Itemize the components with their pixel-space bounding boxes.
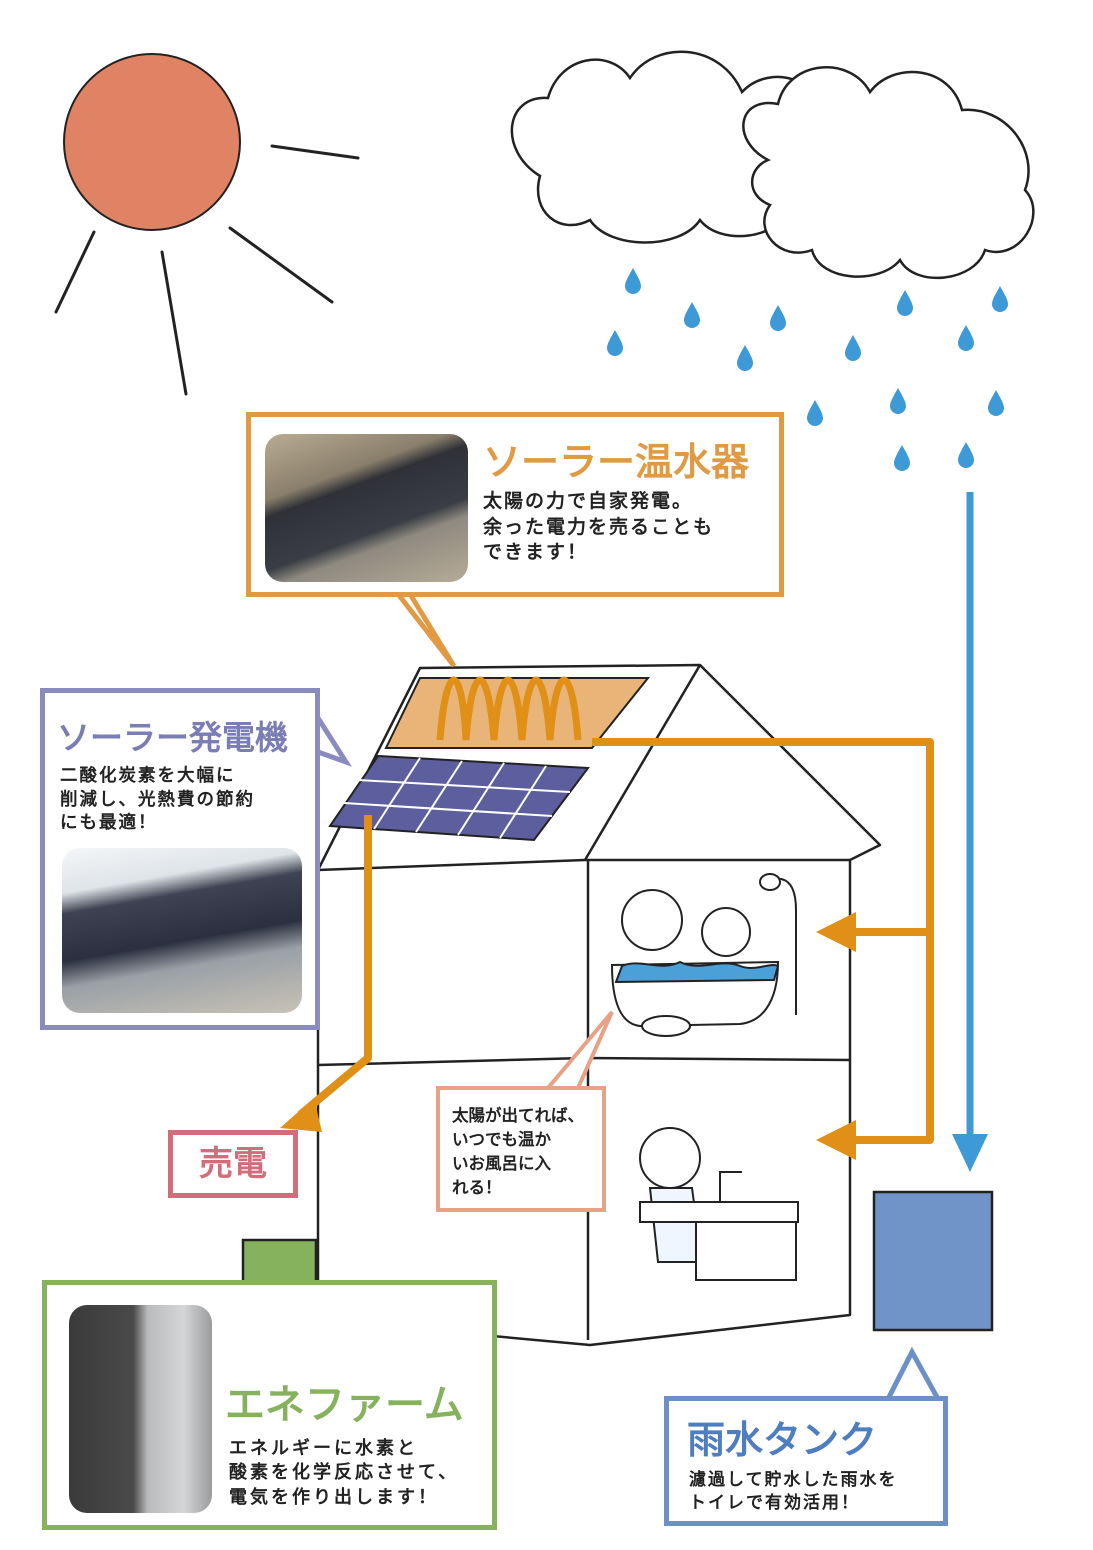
rain-drop: [607, 330, 623, 356]
pipe-heater-to-rooms: [592, 738, 934, 1144]
rain-drops: [607, 268, 1008, 471]
water-heater-callout: ソーラー温水器 太陽の力で自家発電。 余った電力を売ることも できます！: [246, 412, 784, 597]
sun-ray: [228, 226, 334, 304]
rain-tank: [872, 1190, 994, 1332]
rain-pipe-arrow: [952, 492, 988, 1172]
shower-head: [759, 873, 781, 891]
enefarm-title: エネファーム: [225, 1382, 464, 1428]
pipe-solar-to-sell: [297, 815, 372, 1119]
sun-ray: [160, 250, 188, 396]
water-heater-photo: [265, 434, 468, 582]
bath-tail: [546, 1010, 614, 1090]
enefarm-callout: エネファーム エネルギーに水素と 酸素を化学反応させて、 電気を作り出します！: [42, 1280, 497, 1530]
rain-drop: [894, 445, 910, 471]
clouds: [510, 50, 1035, 280]
water-heater-tail: [396, 592, 457, 668]
water-heater-description: 太陽の力で自家発電。 余った電力を売ることも できます！: [483, 490, 715, 564]
cloud-front: [742, 66, 1035, 280]
enefarm-photo: [69, 1305, 212, 1513]
rain-tank-title: 雨水タンク: [687, 1418, 878, 1462]
arrow-to-bath: [816, 912, 856, 952]
child-head: [701, 907, 751, 957]
sell-electricity-label: 売電: [168, 1130, 298, 1198]
bath-water: [614, 960, 780, 984]
rain-drop: [897, 290, 913, 316]
kitchen-cabinet: [695, 1221, 797, 1281]
solar-power-photo: [62, 848, 302, 1013]
father-head: [621, 889, 683, 951]
sun-ray: [54, 230, 96, 314]
kitchen-counter: [639, 1201, 799, 1223]
kitchen-faucet: [719, 1171, 742, 1202]
sun-disc: [63, 53, 241, 231]
rain-drop: [770, 305, 786, 331]
solar-water-heater-panel: [384, 676, 651, 749]
bath-note-callout: 太陽が出てれば、 いつでも温か いお風呂に入 れる！: [436, 1086, 606, 1212]
arrow-to-sell: [280, 1098, 322, 1132]
rain-tank-callout: 雨水タンク 濾過して貯水した雨水を トイレで有効活用！: [664, 1396, 948, 1526]
water-heater-title: ソーラー温水器: [483, 440, 750, 484]
bath-scene: [610, 873, 797, 1037]
arrow-to-kitchen: [816, 1120, 856, 1160]
rain-drop: [890, 388, 906, 414]
rain-drop: [992, 286, 1008, 312]
solar-power-tail: [315, 716, 353, 767]
rain-drop: [807, 400, 823, 426]
rain-drop: [958, 325, 974, 351]
rain-drop: [845, 335, 861, 361]
solar-power-panel: [328, 754, 590, 842]
woman-body: [648, 1187, 704, 1263]
bath-note-text: 太陽が出てれば、 いつでも温か いお風呂に入 れる！: [452, 1106, 584, 1197]
solar-power-description: 二酸化炭素を大幅に 削減し、光熱費の節約 にも最適！: [60, 766, 255, 834]
rain-drop: [625, 268, 641, 294]
rain-drop: [988, 390, 1004, 416]
house-wall-divider: [317, 858, 850, 872]
sun: [54, 53, 360, 396]
hot-water-pipes: [297, 738, 934, 1144]
rain-drop: [737, 345, 753, 371]
bath-stool: [641, 1015, 691, 1037]
rain-drop: [684, 302, 700, 328]
sun-ray: [270, 144, 360, 160]
house-roof-ridge: [583, 664, 702, 861]
rain-tank-tail: [885, 1346, 941, 1401]
solar-power-callout: ソーラー発電機 二酸化炭素を大幅に 削減し、光熱費の節約 にも最適！: [40, 688, 320, 1030]
kitchen-scene: [639, 1127, 799, 1281]
rain-tank-description: 濾過して貯水した雨水を トイレで有効活用！: [689, 1470, 898, 1513]
solar-power-title: ソーラー発電機: [57, 718, 288, 757]
enefarm-description: エネルギーに水素と 酸素を化学反応させて、 電気を作り出します！: [229, 1438, 460, 1508]
woman-head: [639, 1127, 701, 1189]
rain-drop: [958, 442, 974, 468]
